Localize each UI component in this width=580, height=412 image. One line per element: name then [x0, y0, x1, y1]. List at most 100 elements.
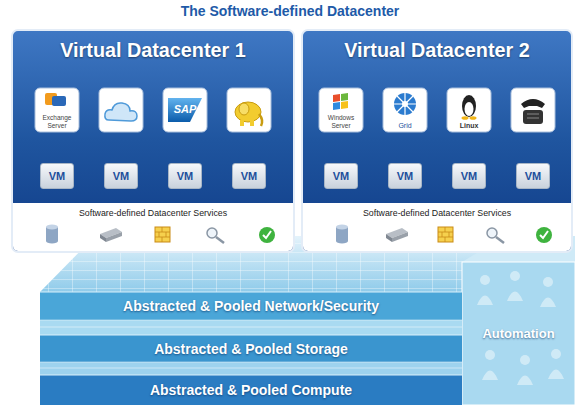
pooled-layer: Abstracted & Pooled Network/Security: [40, 292, 462, 320]
virtual-datacenter: Virtual Datacenter 2Windows ServerGridLi…: [302, 30, 572, 252]
pooled-base: [462, 262, 575, 405]
pooled-base: [40, 320, 462, 327]
automation-figures: [477, 296, 493, 306]
grid-icon: [394, 93, 416, 115]
services-icons: [106, 232, 122, 242]
services-icons: [207, 228, 217, 238]
datacenter-panel: [13, 203, 293, 251]
services-icons: [536, 227, 552, 243]
automation-figures: [543, 277, 553, 287]
app-tile: [35, 88, 79, 132]
linux-penguin: [462, 95, 477, 120]
datacenter-panel: [12, 30, 294, 252]
services-icons: [438, 227, 453, 242]
phone-icon: [521, 99, 545, 108]
pooled-base: [40, 335, 462, 362]
datacenter-panel: [303, 203, 571, 251]
app-tile: [319, 88, 555, 132]
grid-icon: [402, 101, 408, 107]
services-icons: [100, 234, 106, 242]
virtual-datacenter: Virtual Datacenter 1 Exchange Server SAP VM…: [12, 30, 294, 252]
services-icons: [487, 228, 497, 238]
windows-flag: [341, 93, 348, 101]
linux-penguin: [470, 116, 477, 120]
grid-icon: [394, 93, 416, 115]
app-tile: [511, 88, 555, 132]
automation-figures: [510, 271, 520, 281]
linux-penguin: [462, 95, 476, 117]
node-label: Windows Server: [320, 114, 362, 129]
hadoop-icon: [259, 114, 262, 126]
sap-logo: [168, 98, 202, 122]
node-label: Abstracted & Pooled Compute: [150, 382, 352, 398]
cloud-icon: [105, 103, 137, 121]
services-icons: [216, 237, 224, 243]
panel-heading: Virtual Datacenter 2: [302, 39, 572, 62]
node-label: Exchange Server: [36, 114, 78, 129]
hadoop-icon: [239, 103, 249, 115]
datacenter-panel: [302, 30, 572, 252]
node-label: Abstracted & Pooled Storage: [154, 341, 348, 357]
hadoop-icon: [250, 120, 254, 126]
app-tile: Linux: [447, 88, 491, 132]
node-label: SAP: [174, 103, 197, 115]
phone-icon: [523, 110, 543, 124]
automation-figures: [507, 292, 523, 302]
pooled-layer: Abstracted & Pooled Storage: [40, 335, 462, 362]
node-label: VM: [113, 170, 130, 182]
node-label: VM: [49, 170, 66, 182]
hadoop-icon: [240, 120, 244, 126]
node-label: VM: [525, 170, 542, 182]
automation-figures: [517, 376, 533, 386]
exchange-icon: [52, 96, 66, 106]
datacenter-panel: [302, 30, 572, 252]
vm-box: VM: [324, 163, 358, 189]
automation-figures: [485, 350, 495, 360]
node-label: VM: [397, 170, 414, 182]
pooled-base: [40, 320, 462, 335]
services-icons: [46, 225, 275, 244]
node-label: Software-defined Datacenter Services: [12, 208, 294, 218]
hadoop-icon: [235, 102, 262, 126]
app-tile: [163, 88, 207, 132]
app-tile: [319, 88, 363, 132]
pooled-base: [40, 292, 462, 320]
services-icons: [336, 225, 552, 244]
node-label: VM: [461, 170, 478, 182]
automation-figures: [477, 271, 564, 385]
windows-flag: [333, 102, 340, 110]
app-tile: Windows Server: [319, 88, 363, 132]
services-icons: [263, 231, 271, 238]
node-label: Automation: [482, 326, 554, 341]
services-panel: Software-defined Datacenter Services: [302, 203, 572, 252]
automation-figures: [551, 349, 561, 359]
services-icons: [155, 227, 170, 242]
pooled-base: [40, 362, 462, 375]
datacenter-panel: [12, 30, 294, 252]
services-icons: [336, 239, 348, 244]
automation-figures: [520, 355, 530, 365]
windows-flag: [333, 93, 348, 110]
vm-box: VM: [232, 163, 266, 189]
app-tile: Exchange Server: [35, 88, 79, 132]
pooled-base: [40, 236, 575, 405]
services-icons: [46, 239, 58, 244]
automation-figures: [480, 275, 490, 285]
windows-flag: [333, 94, 340, 102]
sap-logo: [168, 98, 202, 122]
app-tile: [447, 88, 491, 132]
automation-panel: Automation: [462, 262, 575, 405]
linux-penguin: [465, 102, 474, 116]
services-icons: [259, 227, 275, 243]
node-label: VM: [177, 170, 194, 182]
hadoop-icon: [235, 102, 261, 122]
node-label: VM: [241, 170, 258, 182]
automation-figures: [548, 370, 564, 380]
services-icons: [336, 225, 348, 230]
phone-icon: [527, 114, 539, 118]
vm-box: VM: [40, 163, 74, 189]
cloud-icon: [105, 103, 137, 121]
panel-heading: Virtual Datacenter 1: [12, 39, 294, 62]
pooled-base: [40, 362, 462, 368]
